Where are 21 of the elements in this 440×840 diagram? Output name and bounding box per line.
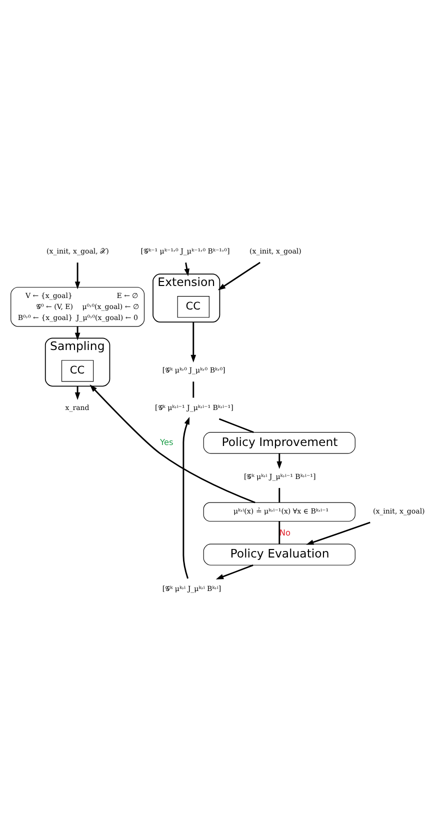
arrow <box>182 416 190 578</box>
connector <box>192 381 194 398</box>
node-box: Policy Improvement <box>203 432 356 454</box>
node-box: Policy Evaluation <box>203 543 356 565</box>
arrow <box>190 322 196 362</box>
arrow <box>74 386 80 400</box>
arrow <box>74 326 80 340</box>
arrow <box>218 261 260 290</box>
edge-label: Yes <box>160 436 174 447</box>
arrow <box>216 564 254 579</box>
arrow <box>276 452 282 469</box>
node-box: CC <box>61 360 94 382</box>
arrow <box>90 384 256 503</box>
arrow <box>74 262 80 289</box>
arrow <box>306 521 370 544</box>
arrow <box>184 262 190 276</box>
connector <box>218 418 254 432</box>
node-box: CC <box>177 296 210 318</box>
connector <box>278 520 280 544</box>
edge-label: No <box>279 526 291 537</box>
connector <box>278 487 280 502</box>
